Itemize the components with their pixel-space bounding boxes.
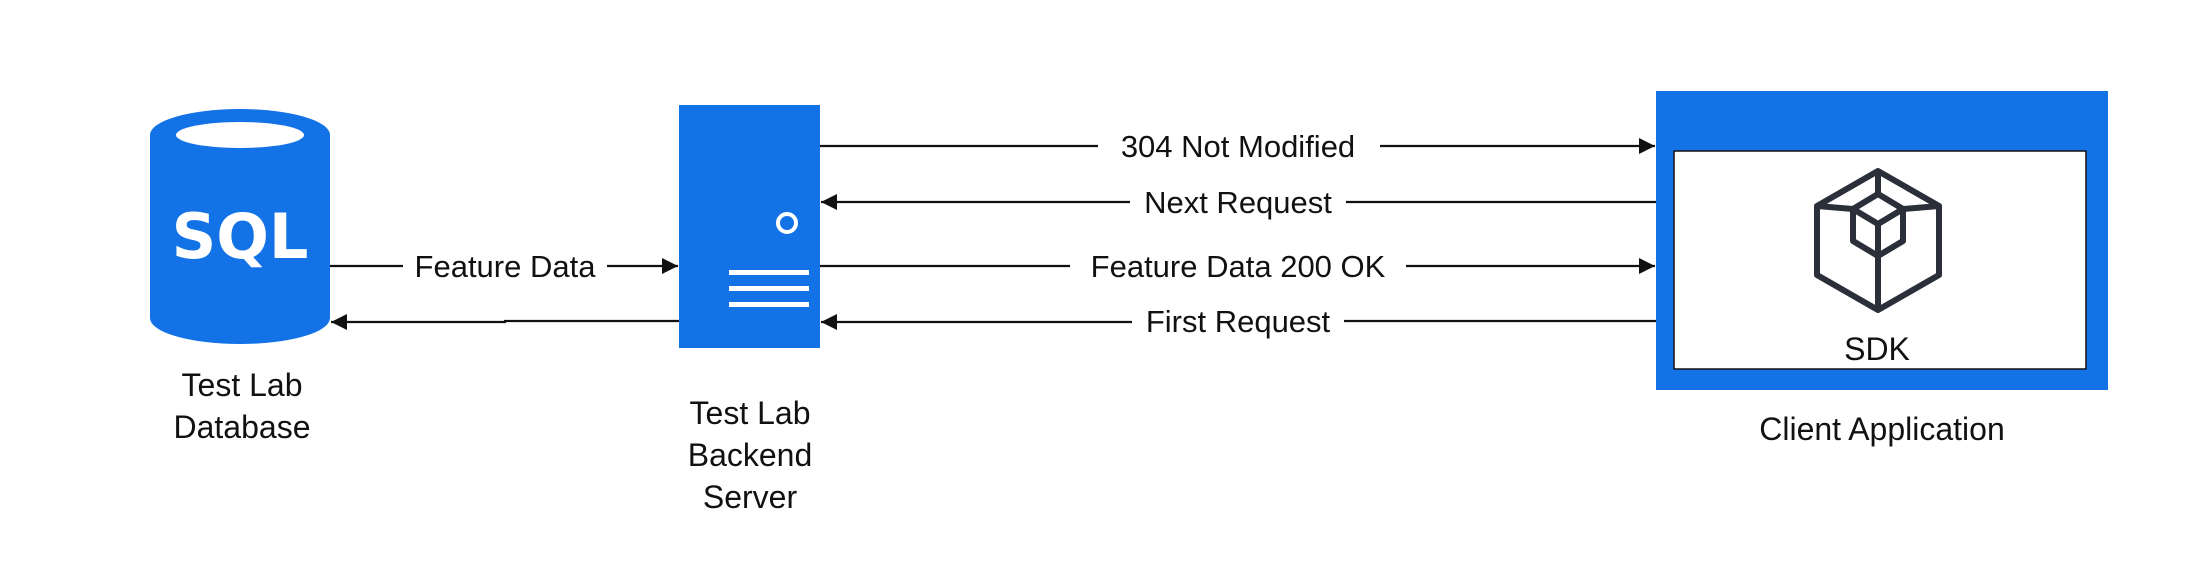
sdk-label: SDK	[1844, 331, 1910, 367]
database-caption-line1: Test Lab	[182, 367, 303, 403]
arrow-first-request: First Request	[821, 304, 1656, 339]
arrow-label-first-request: First Request	[1146, 304, 1331, 339]
arrow-label-feature-data: Feature Data	[415, 249, 597, 284]
client-caption: Client Application	[1759, 411, 2004, 447]
arrow-server-to-db	[331, 314, 679, 330]
sql-badge: SQL	[172, 200, 309, 273]
database-node: SQL	[150, 109, 330, 344]
server-node	[679, 105, 820, 348]
arrow-feature-data-200: Feature Data 200 OK	[820, 249, 1655, 284]
arrow-label-304: 304 Not Modified	[1121, 129, 1355, 164]
database-cylinder-icon	[150, 109, 330, 344]
client-node: SDK	[1656, 91, 2108, 390]
server-caption-line1: Test Lab	[690, 395, 811, 431]
arrow-label-next-request: Next Request	[1144, 185, 1332, 220]
arrow-label-feature-data-200: Feature Data 200 OK	[1091, 249, 1386, 284]
arrow-304-not-modified: 304 Not Modified	[820, 129, 1655, 164]
arrow-db-to-server: Feature Data	[330, 249, 678, 284]
cube-package-icon	[1814, 168, 1942, 313]
database-caption-line2: Database	[174, 409, 311, 445]
server-caption-line2: Backend	[688, 437, 813, 473]
server-tower-icon	[679, 105, 820, 348]
server-caption-line3: Server	[703, 479, 798, 515]
arrow-next-request: Next Request	[821, 185, 1656, 220]
